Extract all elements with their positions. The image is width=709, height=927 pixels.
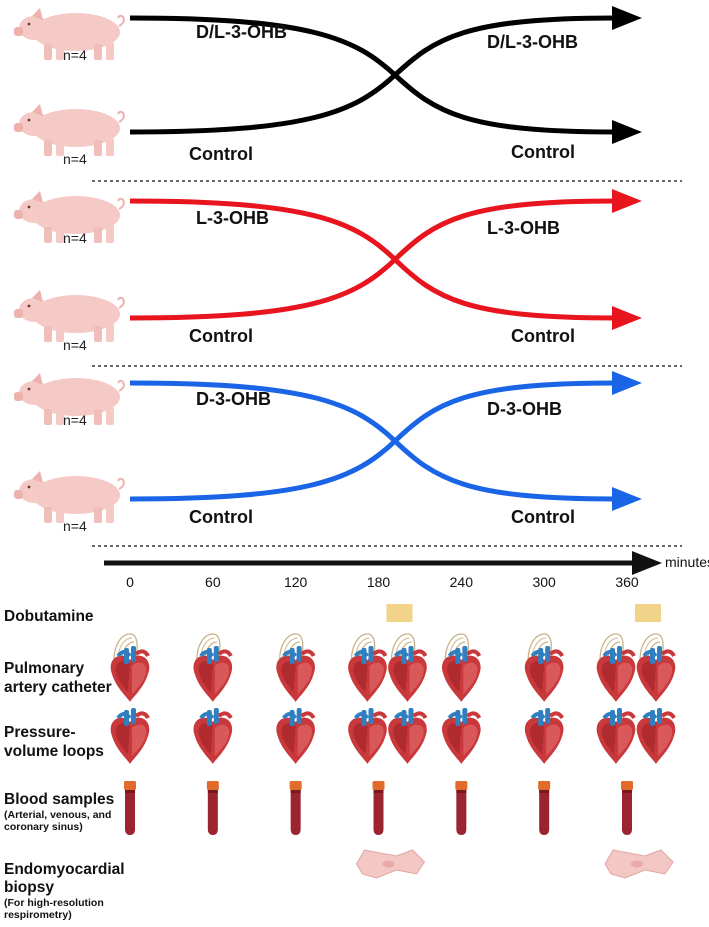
arrowhead xyxy=(612,306,642,330)
timeline-unit: minutes xyxy=(665,554,709,570)
catheter-heart-icon xyxy=(440,633,483,704)
group-size-label: n=4 xyxy=(63,151,87,167)
pig-icon xyxy=(13,289,125,343)
tick-label: 240 xyxy=(450,574,474,590)
blood-label: Blood samples xyxy=(4,791,114,808)
blood-tube-icon xyxy=(206,781,219,835)
crossover-line xyxy=(129,198,616,321)
blood-sub-line-1: (Arterial, venous, and xyxy=(4,809,111,821)
blood-tube-icon xyxy=(372,781,385,835)
group-size-label: n=4 xyxy=(63,412,87,428)
group-size-label: n=4 xyxy=(63,337,87,353)
pv-label-line-2: volume loops xyxy=(4,743,104,760)
biopsy-sub-line-1: (For high-resolution xyxy=(4,897,104,909)
crossover-line xyxy=(129,380,616,502)
treatment-label-start: L-3-OHB xyxy=(196,208,269,228)
pac-label: Pulmonary artery catheter xyxy=(4,660,112,696)
control-label-end: Control xyxy=(511,326,575,346)
catheter-heart-icon xyxy=(108,633,152,704)
crossover-line xyxy=(129,15,616,135)
catheter-heart-icon xyxy=(594,633,638,704)
arrowhead xyxy=(612,6,642,30)
tick-label: 0 xyxy=(126,574,134,590)
timeline: minutes 0 60 120 180 240 300 360 xyxy=(104,551,709,590)
treatment-label-end: L-3-OHB xyxy=(487,218,560,238)
pig-icon xyxy=(13,103,125,157)
heart-icon xyxy=(594,706,638,766)
biopsy-sublabel: (For high-resolution respirometry) xyxy=(4,897,107,921)
catheter-heart-icon xyxy=(386,633,429,704)
catheter-heart-icon xyxy=(346,633,389,704)
pv-label-line-1: Pressure- xyxy=(4,724,76,741)
heart-icon xyxy=(346,706,389,766)
pac-label-line-1: Pulmonary xyxy=(4,660,84,677)
treatment-label-start: D/L-3-OHB xyxy=(196,22,287,42)
control-label-end: Control xyxy=(511,507,575,527)
heart-icon xyxy=(191,706,235,766)
arrowhead xyxy=(612,189,642,213)
blood-sublabel: (Arterial, venous, and coronary sinus) xyxy=(4,809,114,833)
dobutamine-infusion-bar xyxy=(386,604,413,622)
treatment-label-start: D-3-OHB xyxy=(196,389,271,409)
heart-icon xyxy=(634,706,678,766)
panel-3: n=4 n=4 D-3-OHB D-3-OHB Control Control xyxy=(13,371,642,534)
timeline-arrowhead xyxy=(632,551,662,575)
catheter-heart-icon xyxy=(191,633,235,704)
biopsy-label: Endomyocardial biopsy xyxy=(4,861,129,896)
control-label-end: Control xyxy=(511,142,575,162)
control-label-start: Control xyxy=(189,326,253,346)
control-label-start: Control xyxy=(189,507,253,527)
panel-1: n=4 n=4 D/L-3-OHB D/L-3-OHB Control Control xyxy=(13,6,642,167)
cardiomyocyte-icon xyxy=(356,849,425,879)
blood-tube-icon xyxy=(455,781,468,835)
catheter-heart-icon xyxy=(522,633,566,704)
heart-icon xyxy=(522,706,566,766)
heart-icon xyxy=(274,706,317,766)
control-label-start: Control xyxy=(189,144,253,164)
panel-2: n=4 n=4 L-3-OHB L-3-OHB Control Control xyxy=(13,189,642,353)
dobutamine-infusion-bar xyxy=(635,604,661,622)
tick-label: 180 xyxy=(367,574,391,590)
blood-tube-icon xyxy=(621,781,633,835)
group-size-label: n=4 xyxy=(63,230,87,246)
pv-label: Pressure- volume loops xyxy=(4,724,104,760)
treatment-label-end: D-3-OHB xyxy=(487,399,562,419)
group-size-label: n=4 xyxy=(63,47,87,63)
arrowhead xyxy=(612,120,642,144)
treatment-label-end: D/L-3-OHB xyxy=(487,32,578,52)
blood-tube-icon xyxy=(289,781,302,835)
arrowhead xyxy=(612,487,642,511)
tick-label: 300 xyxy=(532,574,556,590)
group-size-label: n=4 xyxy=(63,518,87,534)
tick-label: 120 xyxy=(284,574,308,590)
blood-sub-line-2: coronary sinus) xyxy=(4,821,83,833)
heart-icon xyxy=(440,706,483,766)
catheter-heart-icon xyxy=(634,633,678,704)
cardiomyocyte-icon xyxy=(604,849,674,879)
arrowhead xyxy=(612,371,642,395)
heart-icon xyxy=(108,706,152,766)
tick-label: 360 xyxy=(615,574,639,590)
heart-icon xyxy=(386,706,429,766)
timeline-ticks: 0 60 120 180 240 300 360 xyxy=(126,574,639,590)
dobutamine-label: Dobutamine xyxy=(4,608,94,625)
biopsy-label-line-2: biopsy xyxy=(4,879,54,896)
tick-label: 60 xyxy=(205,574,221,590)
protocol-icons xyxy=(108,604,678,879)
pac-label-line-2: artery catheter xyxy=(4,679,112,696)
blood-tube-icon xyxy=(538,781,551,835)
blood-tube-icon xyxy=(124,781,136,835)
biopsy-sub-line-2: respirometry) xyxy=(4,909,72,921)
catheter-heart-icon xyxy=(274,633,317,704)
biopsy-label-line-1: Endomyocardial xyxy=(4,861,125,878)
pig-icon xyxy=(13,470,125,524)
